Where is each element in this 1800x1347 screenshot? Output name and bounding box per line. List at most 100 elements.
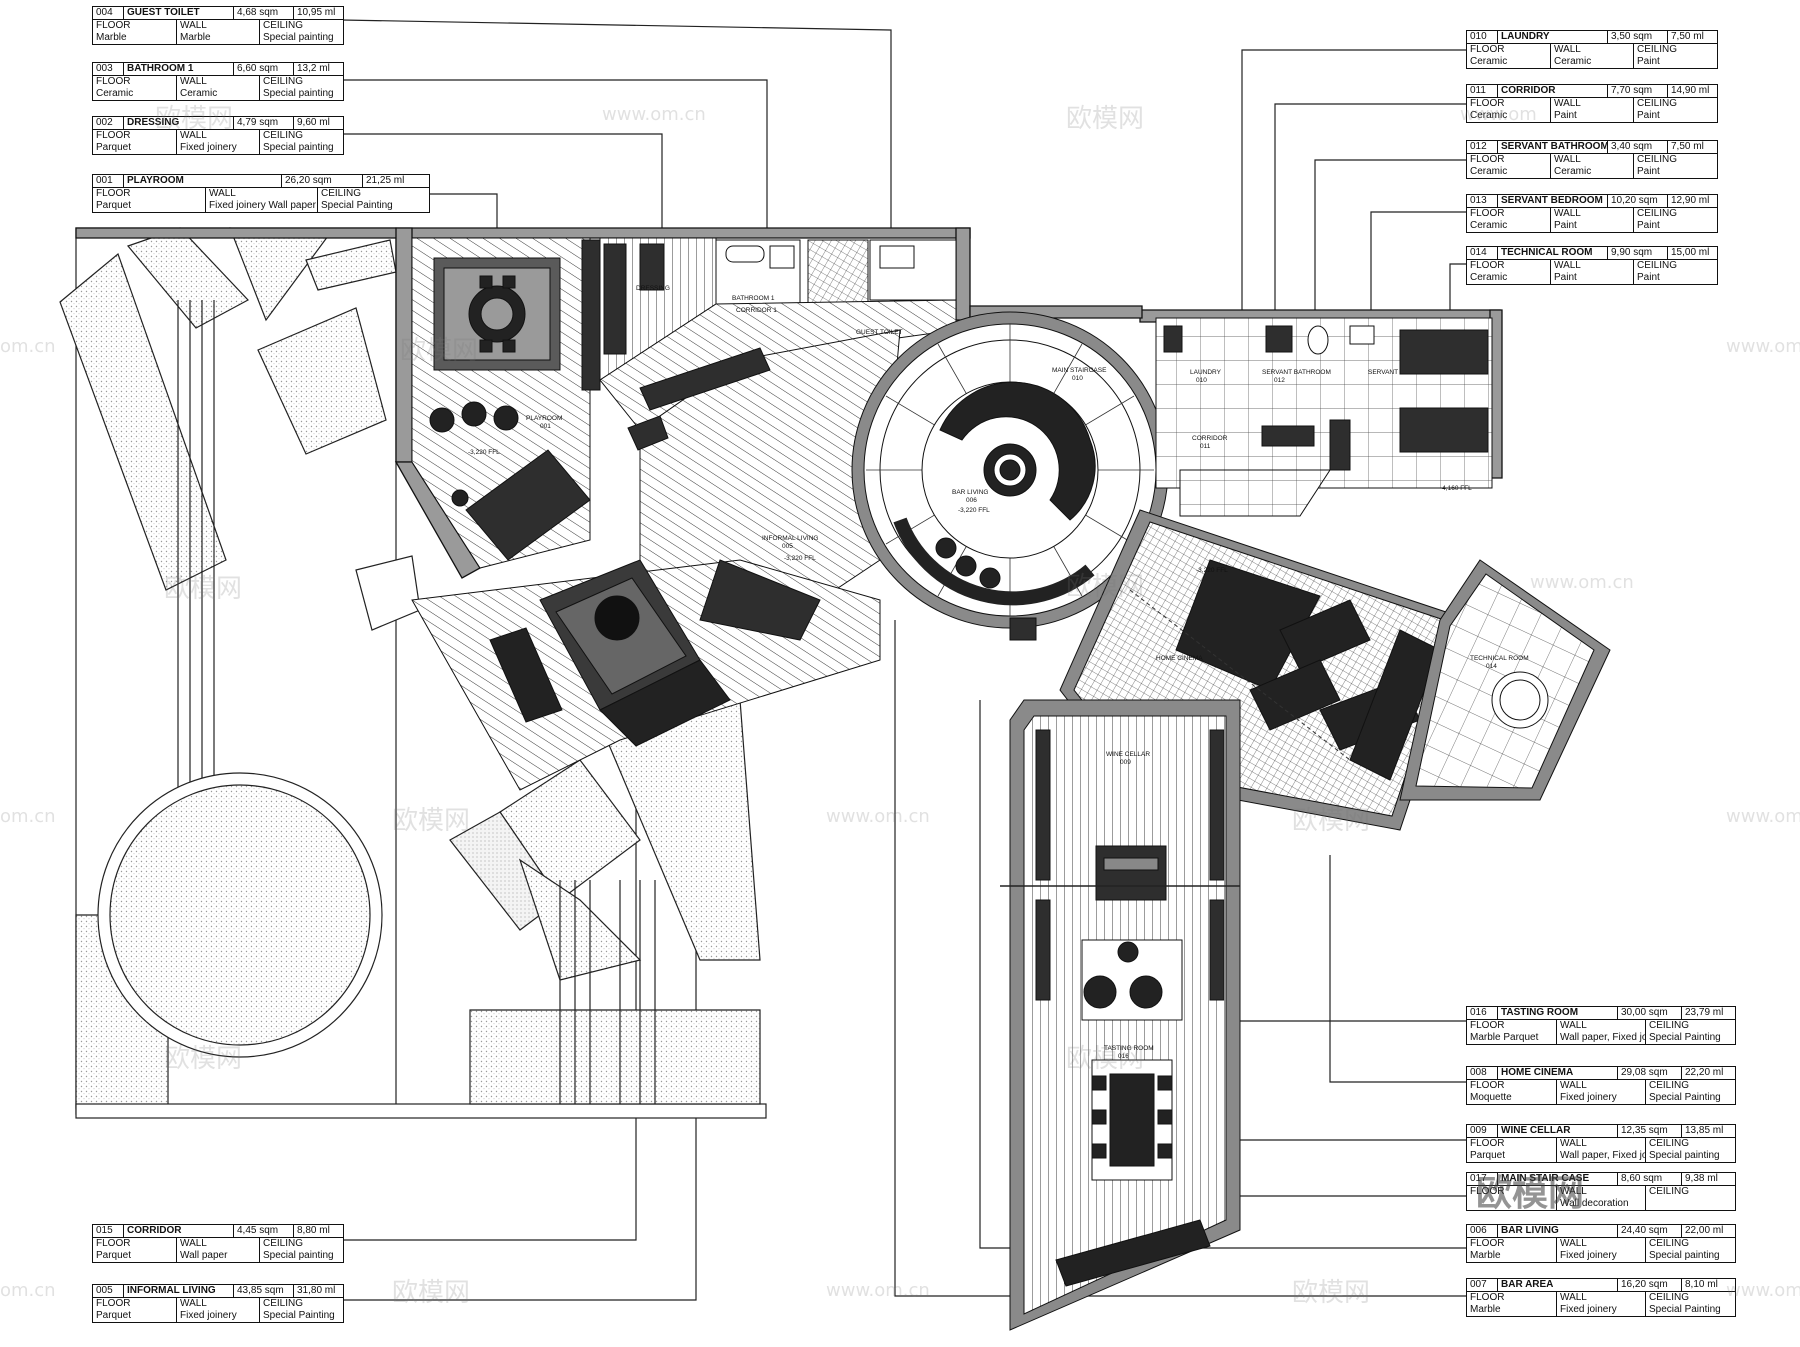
room-label-tasting-room: TASTING ROOM — [1104, 1045, 1154, 1052]
schedule-perimeter: 9,60 ml — [293, 117, 343, 129]
schedule-ceiling-label: CEILING — [263, 20, 304, 31]
room-label-servant-bedroom: SERVANT — [1368, 369, 1398, 376]
level-mark-5: -3,220 FFL — [1196, 567, 1228, 574]
schedule-wall-label: WALL — [180, 20, 207, 31]
schedule-floor-value: Parquet — [96, 142, 132, 153]
schedule-room-name: TECHNICAL ROOM — [1497, 247, 1607, 259]
schedule-ceiling-value: Special Painting — [321, 200, 393, 211]
wine-cellar-wing — [1000, 699, 1241, 1331]
schedule-perimeter: 12,90 ml — [1667, 195, 1717, 207]
schedule-perimeter: 7,50 ml — [1667, 31, 1717, 43]
schedule-perimeter: 9,38 ml — [1681, 1173, 1735, 1185]
schedule-area: 29,08 sqm — [1617, 1067, 1681, 1079]
room-label-wine-cellar: WINE CELLAR — [1106, 751, 1150, 758]
schedule-floor-label: FLOOR — [1470, 44, 1505, 55]
schedule-ceiling-label: CEILING — [263, 1298, 304, 1309]
schedule-room-name: TASTING ROOM — [1497, 1007, 1617, 1019]
schedule-wall-label: WALL — [1560, 1138, 1587, 1149]
room-label-bar-living: BAR LIVING — [952, 489, 988, 496]
schedule-area: 9,90 sqm — [1607, 247, 1667, 259]
room-label-laundry-code: 010 — [1196, 377, 1207, 384]
schedule-perimeter: 8,10 ml — [1681, 1279, 1735, 1291]
room-label-corridor-011: CORRIDOR — [1192, 435, 1228, 442]
schedule-wall-value: Fixed joinery — [180, 1310, 237, 1321]
schedule-area: 43,85 sqm — [233, 1285, 293, 1297]
schedule-wall-value: Wall decoration — [1560, 1198, 1629, 1209]
schedule-wall-value: Ceramic — [1554, 166, 1592, 177]
room-label-bathroom: BATHROOM 1 — [732, 295, 775, 302]
schedule-wall-value: Ceramic — [180, 88, 218, 99]
room-label-informal-living-code: 005 — [782, 543, 793, 550]
schedule-wall-label: WALL — [209, 188, 236, 199]
schedule-ceiling-value: Special Painting — [1649, 1304, 1721, 1315]
schedule-ceiling-label: CEILING — [1637, 98, 1678, 109]
schedule-floor-label: FLOOR — [1470, 1292, 1505, 1303]
room-label-bar-living-code: 006 — [966, 497, 977, 504]
schedule-ceiling-value: Paint — [1637, 56, 1660, 67]
schedule-wall-label: WALL — [1560, 1292, 1587, 1303]
schedule-floor-value: Marble — [1470, 1250, 1501, 1261]
schedule-perimeter: 7,50 ml — [1667, 141, 1717, 153]
schedule-room-name: INFORMAL LIVING — [123, 1285, 233, 1297]
schedule-ceiling-label: CEILING — [1637, 208, 1678, 219]
level-mark-4: -4,160 FFL — [1440, 485, 1472, 492]
schedule-area: 10,20 sqm — [1607, 195, 1667, 207]
schedule-room-name: PLAYROOM — [123, 175, 281, 187]
schedule-ceiling-value: Paint — [1637, 110, 1660, 121]
building-walls — [75, 227, 1503, 579]
schedule-wall-label: WALL — [1560, 1238, 1587, 1249]
schedule-room-name: BAR LIVING — [1497, 1225, 1617, 1237]
level-mark-3: -3,220 FFL — [958, 507, 990, 514]
schedule-room-name: SERVANT BEDROOM — [1497, 195, 1607, 207]
schedule-floor-label: FLOOR — [1470, 1186, 1505, 1197]
schedule-perimeter: 15,00 ml — [1667, 247, 1717, 259]
schedule-ceiling-value: Special painting — [1649, 1250, 1720, 1261]
schedule-floor-label: FLOOR — [1470, 208, 1505, 219]
schedule-room-name: BATHROOM 1 — [123, 63, 233, 75]
schedule-perimeter: 22,20 ml — [1681, 1067, 1735, 1079]
schedule-ceiling-label: CEILING — [1649, 1080, 1690, 1091]
schedule-room-name: HOME CINEMA — [1497, 1067, 1617, 1079]
schedule-room-name: GUEST TOILET — [123, 7, 233, 19]
schedule-code: 004 — [96, 7, 113, 18]
schedule-area: 24,40 sqm — [1617, 1225, 1681, 1237]
schedule-room-name: CORRIDOR — [1497, 85, 1607, 97]
schedule-area: 4,68 sqm — [233, 7, 293, 19]
room-label-technical-room-code: 014 — [1486, 663, 1497, 670]
schedule-floor-value: Moquette — [1470, 1092, 1512, 1103]
schedule-wall-label: WALL — [180, 130, 207, 141]
schedule-room-name: DRESSING — [123, 117, 233, 129]
schedule-perimeter: 21,25 ml — [362, 175, 429, 187]
schedule-perimeter: 13,85 ml — [1681, 1125, 1735, 1137]
schedule-code: 013 — [1470, 195, 1487, 206]
schedule-room-name: MAIN STAIR CASE — [1497, 1173, 1617, 1185]
schedule-ceiling-value: Special Painting — [263, 1310, 335, 1321]
room-label-corridor-1: CORRIDOR 1 — [736, 307, 777, 314]
schedule-wall-value: Fixed joinery — [1560, 1092, 1617, 1103]
schedule-area: 3,50 sqm — [1607, 31, 1667, 43]
room-label-tasting-room-code: 016 — [1118, 1053, 1129, 1060]
schedule-floor-label: FLOOR — [96, 76, 131, 87]
schedule-area: 26,20 sqm — [281, 175, 362, 187]
schedule-ceiling-value: Special Painting — [1649, 1032, 1721, 1043]
schedule-ceiling-label: CEILING — [1637, 44, 1678, 55]
room-label-informal-living: INFORMAL LIVING — [762, 535, 818, 542]
schedule-room-name: SERVANT BATHROOM — [1497, 141, 1607, 153]
schedule-ceiling-value: Special painting — [263, 32, 334, 43]
service-wing — [1155, 317, 1493, 517]
room-label-home-cinema: HOME CINEMA — [1156, 655, 1203, 662]
schedule-ceiling-label: CEILING — [263, 76, 304, 87]
room-label-playroom: PLAYROOM — [526, 415, 562, 422]
room-label-technical-room: TECHNICAL ROOM — [1470, 655, 1529, 662]
schedule-wall-value: Paint — [1554, 110, 1577, 121]
schedule-wall-value: Paint — [1554, 220, 1577, 231]
room-label-corridor-011-code: 011 — [1200, 443, 1211, 450]
room-label-dressing: DRESSING — [636, 285, 670, 292]
